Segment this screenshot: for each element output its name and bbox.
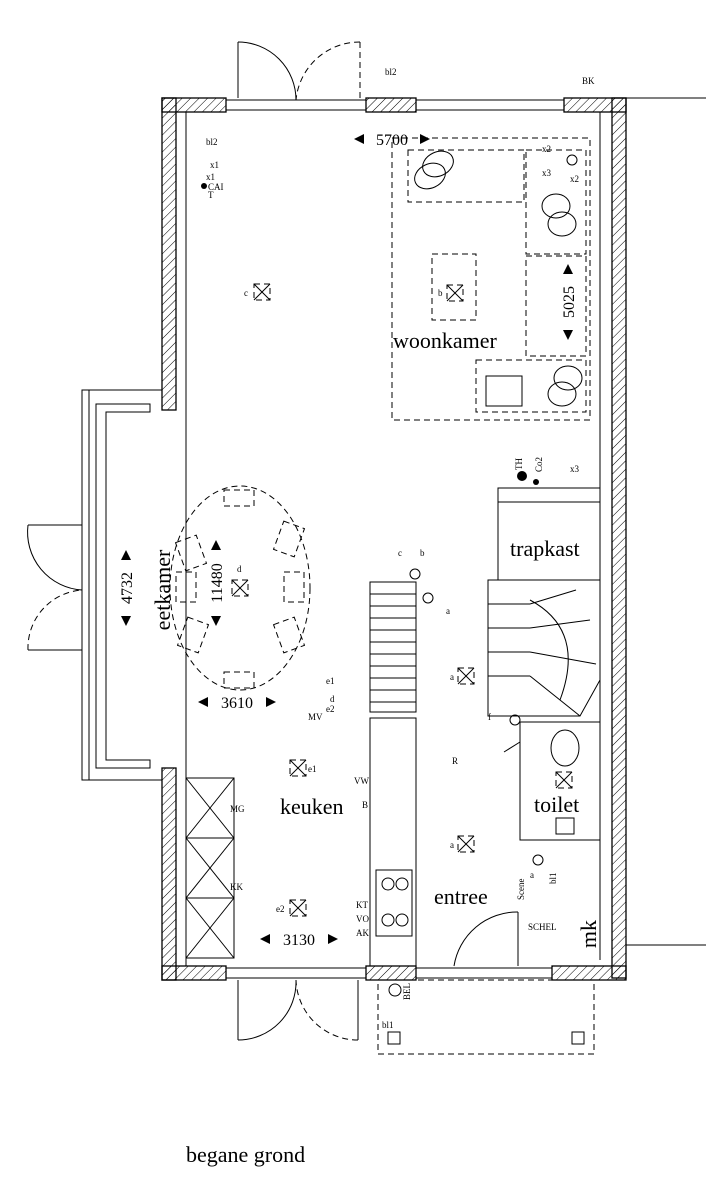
walls: [81, 97, 706, 981]
stair-handrail: [529, 599, 569, 701]
label-a-stair: a: [446, 606, 450, 616]
dimension-arrows: [121, 134, 573, 944]
woonkamer-zone: [391, 137, 591, 421]
label-e2-b: e2: [276, 904, 285, 914]
dim-woonkamer-width: 5700: [376, 132, 408, 149]
symbol-labels: bl2 BK bl2 x1 x1 CAI T c b x2 x3 x2 TH C…: [206, 67, 595, 1030]
label-vw: VW: [354, 776, 369, 786]
dim-total-length: 11480: [209, 563, 226, 602]
label-bel: BEL: [402, 983, 412, 1000]
dim-woonkamer-depth: 5025: [561, 286, 578, 318]
room-label-entree: entree: [434, 884, 488, 909]
label-x3-a: x3: [542, 168, 552, 178]
label-bl1-b: bl1: [382, 1020, 394, 1030]
label-kt: KT: [356, 900, 368, 910]
label-e2-a: e2: [326, 704, 335, 714]
right-wall: [611, 97, 627, 979]
label-b-keuken: B: [362, 800, 368, 810]
label-bl1-a: bl1: [548, 872, 558, 884]
label-t: T: [208, 190, 214, 200]
label-x3-b: x3: [570, 464, 580, 474]
label-mv: MV: [308, 712, 323, 722]
room-label-eetkamer: eetkamer: [150, 549, 175, 630]
label-d-table: d: [237, 564, 242, 574]
dimension-labels: 5700 5025 4732 11480 3610 3130: [119, 132, 578, 949]
label-d-mv: d: [330, 694, 335, 704]
room-label-mk: mk: [576, 920, 601, 948]
label-mg: MG: [230, 804, 245, 814]
label-bl2-left: bl2: [206, 137, 218, 147]
drawing-caption: begane grond: [186, 1142, 305, 1167]
label-bk: BK: [582, 76, 595, 86]
bottom-window-left: [225, 967, 367, 979]
label-co2: Co2: [534, 457, 544, 472]
label-x2-b: x2: [570, 174, 579, 184]
bay-window-inner: [95, 403, 151, 769]
bottom-wall-mid: [365, 965, 417, 981]
room-label-keuken: keuken: [280, 794, 344, 819]
label-bl2-top: bl2: [385, 67, 397, 77]
top-window-right: [415, 99, 565, 111]
label-b-woon: b: [438, 288, 443, 298]
toilet-bowl: [550, 729, 580, 767]
label-scene: Scene: [516, 879, 526, 901]
kitchen-counter-left: [185, 777, 235, 959]
label-x1-b: x1: [206, 172, 215, 182]
label-c-stair: c: [398, 548, 402, 558]
label-cai: CAI: [208, 182, 224, 192]
label-ak: AK: [356, 928, 369, 938]
label-e1-b: e1: [308, 764, 317, 774]
doors: [27, 41, 519, 1041]
label-th: TH: [514, 458, 524, 470]
dim-keuken-width: 3130: [283, 932, 315, 949]
label-a-entree: a: [450, 840, 454, 850]
room-label-trapkast: trapkast: [510, 536, 580, 561]
room-label-woonkamer: woonkamer: [393, 328, 498, 353]
bay-window-outline: [81, 389, 163, 781]
dim-table-width: 3610: [221, 695, 253, 712]
room-label-toilet: toilet: [534, 792, 579, 817]
bottom-wall-left: [161, 965, 227, 981]
dining-table: [169, 485, 311, 691]
coffee-table: [431, 253, 477, 321]
label-e1-a: e1: [326, 676, 335, 686]
label-schel: SCHEL: [528, 922, 557, 932]
kitchen-counter-right: [369, 717, 417, 967]
furniture: [169, 137, 591, 967]
label-kk: KK: [230, 882, 243, 892]
top-wall-mid: [365, 97, 417, 113]
room-labels: woonkamer eetkamer keuken entree trapkas…: [150, 328, 601, 948]
bottom-wall-right: [551, 965, 627, 981]
label-r-hall: R: [452, 756, 458, 766]
light-fixtures: [201, 154, 595, 1055]
label-a-toilet: a: [530, 870, 534, 880]
dim-eetkamer-bay: 4732: [119, 572, 136, 604]
label-vo: VO: [356, 914, 369, 924]
label-a-hall: a: [450, 672, 454, 682]
label-c-top: c: [244, 288, 248, 298]
bottom-door-frame: [415, 967, 553, 979]
label-x2-a: x2: [542, 144, 551, 154]
label-b-stair: b: [420, 548, 425, 558]
label-x1-a: x1: [210, 160, 219, 170]
top-window-left: [225, 99, 367, 111]
left-wall-lower: [161, 767, 177, 981]
left-wall-upper: [161, 97, 177, 411]
stairs: [369, 487, 601, 841]
label-f-hall: f: [488, 712, 491, 722]
